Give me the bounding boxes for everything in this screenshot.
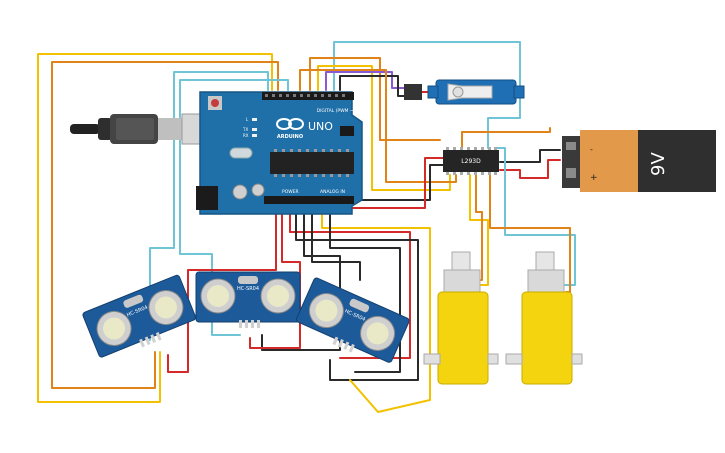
capacitor-2 (251, 183, 265, 197)
ultrasonic-sensor-middle[interactable]: HC-SR04 (195, 271, 301, 328)
battery-9v[interactable]: - + 9V (562, 130, 716, 192)
ultrasonic-sensor-right[interactable]: HC-SR04 (293, 277, 410, 369)
crystal (229, 147, 253, 159)
wire-black-servo[interactable] (339, 75, 411, 97)
dc-motor-right[interactable] (505, 251, 583, 385)
led-l-label: L (246, 117, 249, 122)
power-analog-header (264, 196, 354, 204)
wire-black-sensor3-b[interactable] (329, 194, 401, 373)
driver-chip-body (443, 150, 499, 172)
l293d-driver[interactable]: L293D (443, 147, 499, 175)
servo-connector (404, 84, 422, 100)
wire-yellow-motor1[interactable] (469, 174, 489, 286)
led-rx (252, 134, 257, 137)
ultrasonic-sensor-left[interactable]: HC-SR04 (82, 274, 199, 363)
led-l (252, 118, 257, 121)
battery-minus: - (590, 145, 593, 154)
capacitor-1 (232, 184, 248, 200)
wire-black-sensor3[interactable] (295, 194, 419, 381)
wire-yellow-left-loop[interactable] (37, 53, 273, 403)
wire-black-battery[interactable] (499, 149, 561, 163)
usb-cable[interactable] (70, 113, 209, 145)
icsp-header (340, 126, 354, 136)
arduino-brand: ARDUINO (277, 134, 303, 140)
wire-red-battery[interactable] (499, 159, 561, 179)
battery-plus: + (590, 173, 598, 183)
arduino-model: UNO (308, 120, 333, 133)
wire-cyan-sensor2[interactable] (179, 79, 289, 336)
wire-orange-driver[interactable] (299, 69, 457, 183)
wire-orange-driver-top[interactable] (461, 127, 551, 149)
wire-yellow-sensor3[interactable] (321, 194, 431, 413)
motor1-gearbox (437, 291, 489, 385)
battery-label: 9V (648, 152, 669, 176)
atmega-chip (270, 152, 354, 174)
power-jack[interactable] (196, 186, 218, 210)
wire-cyan-top[interactable] (333, 41, 521, 149)
motor1-shaft (423, 353, 441, 365)
wire-orange-top[interactable] (309, 57, 441, 141)
battery-body (638, 130, 716, 192)
wire-orange-motor1[interactable] (475, 174, 483, 281)
led-tx-label: TX (242, 127, 248, 132)
dc-motor-left[interactable] (423, 251, 499, 385)
analog-label: ANALOG IN (320, 189, 345, 195)
arduino-uno-board[interactable]: DIGITAL (PWM ~) L TX RX ARDUINO UNO (196, 91, 363, 215)
driver-label: L293D (461, 158, 481, 165)
motor2-gearbox (521, 291, 573, 385)
led-tx (252, 128, 257, 131)
battery-copper (580, 130, 638, 192)
servo-motor[interactable] (404, 79, 525, 105)
power-label: POWER (282, 189, 299, 195)
led-rx-label: RX (243, 133, 249, 138)
wire-cyan-sensor1[interactable] (149, 71, 269, 341)
wire-orange-left-loop[interactable] (51, 61, 279, 389)
motor2-shaft (505, 353, 523, 365)
sensor2-label: HC-SR04 (237, 286, 259, 292)
wire-black-mid[interactable] (311, 194, 361, 281)
arduino-logo (276, 118, 304, 130)
digital-label: DIGITAL (PWM ~) (317, 108, 356, 114)
reset-button-cap[interactable] (211, 99, 219, 107)
wire-cyan-motor2[interactable] (494, 147, 576, 286)
